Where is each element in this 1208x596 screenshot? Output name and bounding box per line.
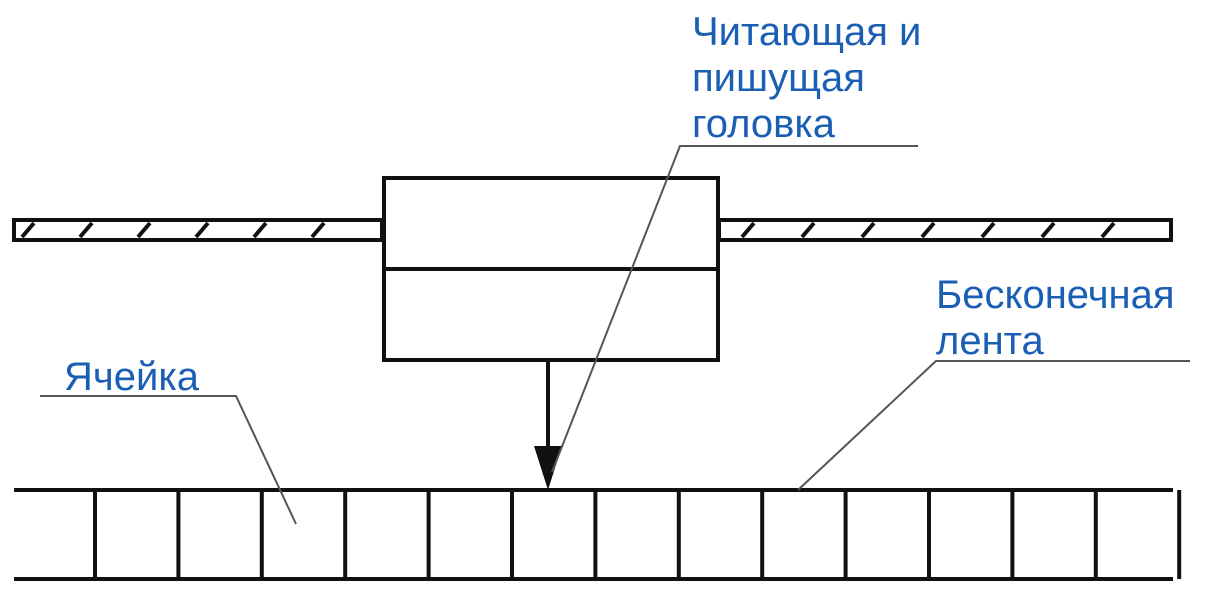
leader-lines (40, 145, 1190, 525)
rail-hatch-right-2 (860, 221, 876, 239)
tape-label-line-1: Бесконечная (936, 273, 1175, 317)
rail-hatch-right-6 (1100, 221, 1116, 239)
rail-hatch-left-4 (252, 221, 268, 239)
rail-hatch-left-2 (136, 221, 152, 239)
read-write-head (382, 176, 720, 490)
tape-label-leader (797, 360, 1190, 491)
guide-rail-hatches (20, 221, 1116, 239)
rail-hatch-right-4 (980, 221, 996, 239)
rail-hatch-right-0 (740, 221, 756, 239)
head-label-line-1: Читающая и (692, 10, 921, 54)
rail-hatch-right-3 (920, 221, 936, 239)
rail-hatch-left-3 (194, 221, 210, 239)
rail-hatch-left-0 (20, 221, 36, 239)
rail-hatch-right-1 (800, 221, 816, 239)
head-label-line-3: головка (692, 102, 836, 146)
guide-rail (12, 218, 1173, 242)
head-label-line-2: пишущая (692, 56, 865, 100)
head-pointer-arrowhead (534, 446, 562, 490)
infinite-tape (14, 488, 1182, 581)
tape-label-line-2: лента (936, 319, 1045, 363)
cell-label: Ячейка (64, 355, 200, 399)
rail-hatch-left-1 (78, 221, 94, 239)
rail-hatch-right-5 (1040, 221, 1056, 239)
labels: Читающая и пишущая головка Бесконечная л… (64, 10, 1175, 399)
tape-cells (93, 490, 1182, 579)
head-label-leader (551, 145, 918, 473)
cell-label-leader (40, 395, 297, 525)
rail-hatch-left-5 (310, 221, 326, 239)
